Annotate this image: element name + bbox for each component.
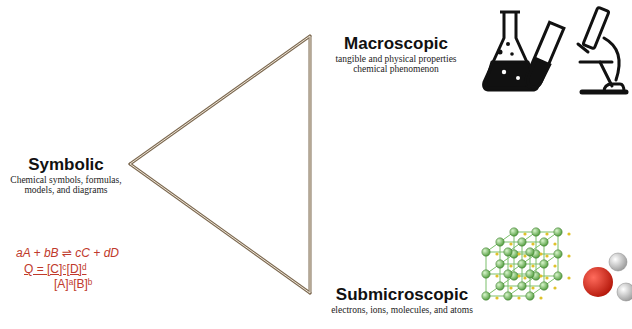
equation-text: aA + bB ⇌ cC + dD (16, 246, 119, 260)
lattice-ion (567, 232, 570, 235)
lattice-ion (531, 242, 534, 245)
concept-heading: Macroscopic (318, 34, 474, 54)
concept-description: electrons, ions, molecules, and atoms (318, 305, 486, 316)
lattice-ion (517, 296, 520, 299)
lattice-atom (526, 270, 534, 278)
lattice-atom (540, 260, 548, 268)
lattice-atom (482, 248, 490, 256)
concept-label: Macroscopictangible and physical propert… (316, 32, 476, 77)
concept-description: Chemical symbols, formulas, models, and … (6, 175, 126, 197)
lattice-atom (554, 272, 562, 280)
lattice-atom (532, 228, 540, 236)
lattice-ion (539, 252, 542, 255)
lattice-ion (523, 276, 526, 279)
lattice-ion (553, 264, 556, 267)
lattice-ion (545, 254, 548, 257)
lattice-ion (567, 254, 570, 257)
lattice-atom (540, 238, 548, 246)
triangle-side-highlight (310, 36, 311, 293)
lattice-atom (518, 238, 526, 246)
lattice-ion (517, 252, 520, 255)
lattice-atom (482, 292, 490, 300)
crystal-lattice-icon (482, 228, 571, 300)
lattice-atom (482, 270, 490, 278)
lattice-ion (539, 274, 542, 277)
lattice-ion (517, 274, 520, 277)
lattice-atom (504, 248, 512, 256)
lattice-ion (553, 286, 556, 289)
lattice-ion (553, 242, 556, 245)
concept-description: tangible and physical properties chemica… (318, 54, 474, 76)
concept-label: SymbolicChemical symbols, formulas, mode… (4, 153, 128, 198)
lattice-ion (495, 296, 498, 299)
triangle-side (130, 36, 310, 164)
lattice-ion (539, 296, 542, 299)
lattice-ion (509, 264, 512, 267)
lattice-atom (540, 282, 548, 290)
lattice-atom (526, 292, 534, 300)
concept-heading: Submicroscopic (318, 285, 486, 305)
lattice-ion (495, 274, 498, 277)
lattice-ion (523, 232, 526, 235)
lattice-ion (545, 276, 548, 279)
triangle-side (130, 164, 310, 293)
lattice-ion (509, 286, 512, 289)
equation-text: Q = [C]ᶜ[D]ᵈ (24, 262, 86, 276)
equation-text: [A]ᵃ[B]ᵇ (54, 277, 92, 291)
lattice-atom (496, 260, 504, 268)
lattice-atom (496, 238, 504, 246)
lattice-atom (554, 250, 562, 258)
lattice-atom (496, 282, 504, 290)
lattice-atom (504, 292, 512, 300)
lattice-ion (509, 242, 512, 245)
lattice-atom (504, 270, 512, 278)
lattice-atom (554, 228, 562, 236)
lattice-atom (510, 228, 518, 236)
lattice-atom (526, 248, 534, 256)
triangle-side (309, 36, 312, 293)
lattice-atom (518, 282, 526, 290)
triangle-side-highlight (130, 36, 310, 164)
lattice-ion (531, 264, 534, 267)
water-molecule-icon (583, 253, 632, 301)
triangle-side-highlight (130, 164, 310, 293)
lattice-ion (545, 232, 548, 235)
concept-heading: Symbolic (6, 155, 126, 175)
test-tube-icon (524, 20, 564, 91)
lattice-ion (523, 254, 526, 257)
lattice-ion (495, 252, 498, 255)
concept-label: Submicroscopicelectrons, ions, molecules… (316, 283, 488, 317)
lattice-atom (518, 260, 526, 268)
lattice-ion (567, 276, 570, 279)
microscope-icon (578, 7, 626, 92)
lattice-ion (531, 286, 534, 289)
